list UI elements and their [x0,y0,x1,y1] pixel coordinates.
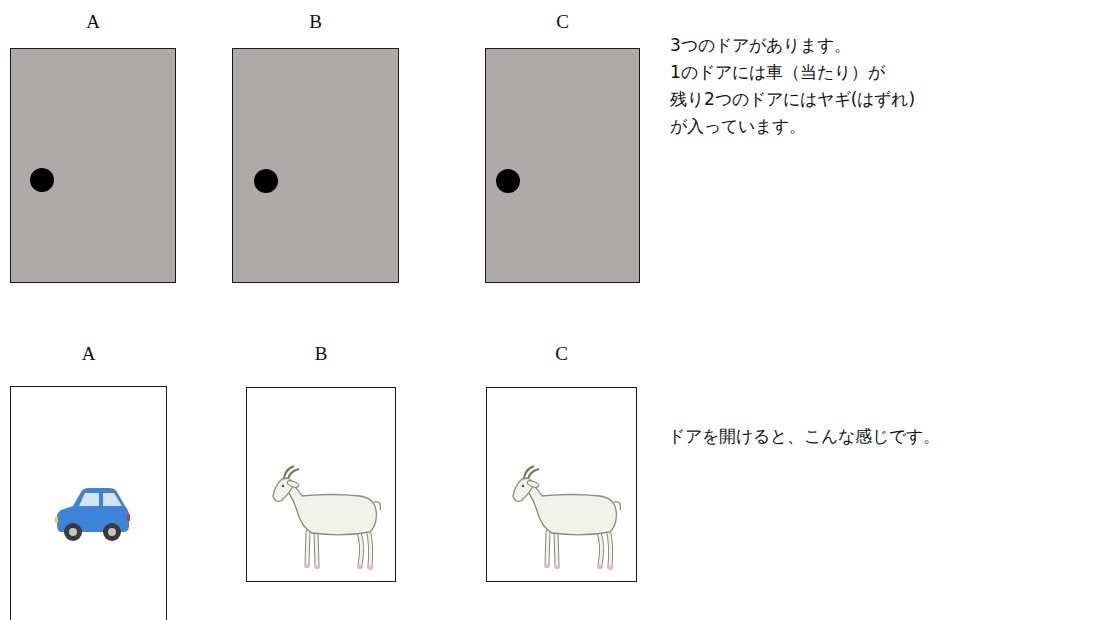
description-text: が入っています。 [670,114,806,138]
door-letter-holder: C [487,343,636,365]
door-letter-holder: B [247,343,395,365]
open-door: C [486,387,637,582]
description-text: 3つのドアがあります。 [670,33,851,57]
door-letter-holder: A [11,343,166,365]
door-knob [30,168,54,192]
description-text: ドアを開けると、こんな感じです。 [668,424,940,448]
closed-door: A [10,48,176,283]
open-door: B [246,387,396,582]
door-letter-holder: B [233,11,398,33]
closed-door: B [232,48,399,283]
goat-icon [513,466,620,570]
open-door: A [10,386,167,620]
door-panel [10,48,176,283]
door-panel [485,48,640,283]
car-icon [55,488,130,541]
door-letter: C [556,11,569,32]
closed-door: C [485,48,640,283]
door-letter: B [309,11,322,32]
door-knob [496,169,520,193]
description-text: 1のドアには車（当たり）が [670,60,885,84]
door-letter: A [86,11,100,32]
door-knob [254,169,278,193]
goat-icon [273,466,380,570]
door-letter-holder: C [486,11,639,33]
door-letter-holder: A [11,11,175,33]
door-panel [232,48,399,283]
door-letter: A [82,343,96,364]
description-text: 残り2つのドアにはヤギ(はずれ) [670,87,915,111]
door-letter: B [315,343,328,364]
door-letter: C [555,343,568,364]
